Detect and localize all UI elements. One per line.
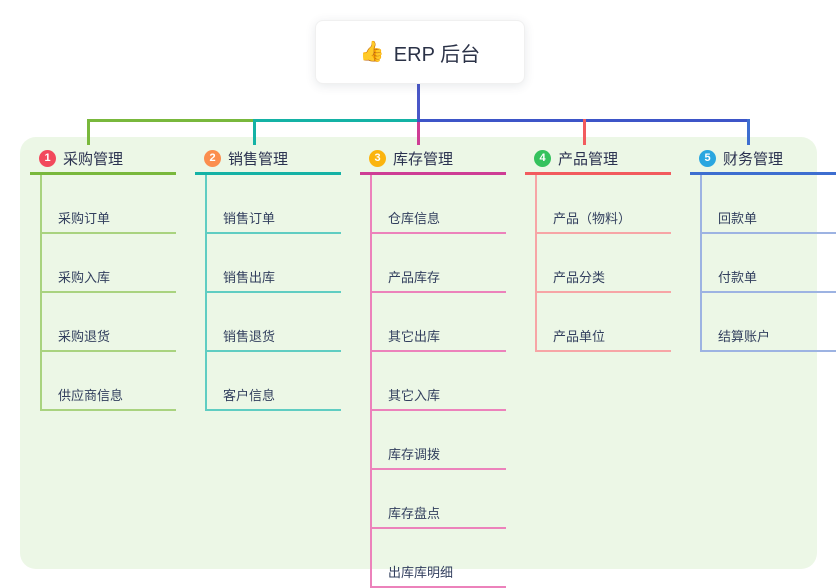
node-outbound-detail[interactable]: 出库库明细 xyxy=(372,529,506,588)
branch-title-purchase[interactable]: 1 采购管理 xyxy=(30,145,176,175)
node-sales-outbound[interactable]: 销售出库 xyxy=(207,234,341,293)
branch-title-sales[interactable]: 2 销售管理 xyxy=(195,145,341,175)
node-product-material[interactable]: 产品（物料） xyxy=(537,175,671,234)
connector-drop-sales xyxy=(253,119,256,145)
branch-title-inventory[interactable]: 3 库存管理 xyxy=(360,145,506,175)
node-settlement-account[interactable]: 结算账户 xyxy=(702,293,836,352)
node-stock-taking[interactable]: 库存盘点 xyxy=(372,470,506,529)
connector-drop-inventory xyxy=(417,122,420,145)
node-other-outbound[interactable]: 其它出库 xyxy=(372,293,506,352)
node-warehouse-info[interactable]: 仓库信息 xyxy=(372,175,506,234)
branch-label: 财务管理 xyxy=(723,151,784,168)
branch-label: 销售管理 xyxy=(228,151,289,168)
branch-product: 4 产品管理 产品（物料） 产品分类 产品单位 xyxy=(525,145,671,352)
node-customer-info[interactable]: 客户信息 xyxy=(207,352,341,411)
branch-title-finance[interactable]: 5 财务管理 xyxy=(690,145,836,175)
node-purchase-order[interactable]: 采购订单 xyxy=(42,175,176,234)
node-receipt-doc[interactable]: 回款单 xyxy=(702,175,836,234)
badge-2: 2 xyxy=(204,150,221,167)
branch-children-purchase: 采购订单 采购入库 采购退货 供应商信息 xyxy=(40,175,176,411)
badge-3: 3 xyxy=(369,150,386,167)
node-product-category[interactable]: 产品分类 xyxy=(537,234,671,293)
thumbs-up-icon: 👍 xyxy=(359,41,385,63)
branch-children-sales: 销售订单 销售出库 销售退货 客户信息 xyxy=(205,175,341,411)
node-product-stock[interactable]: 产品库存 xyxy=(372,234,506,293)
node-purchase-inbound[interactable]: 采购入库 xyxy=(42,234,176,293)
connector-horizontal-green xyxy=(87,119,255,122)
node-stock-transfer[interactable]: 库存调拨 xyxy=(372,411,506,470)
connector-horizontal-teal xyxy=(253,119,419,122)
branch-children-product: 产品（物料） 产品分类 产品单位 xyxy=(535,175,671,352)
badge-5: 5 xyxy=(699,150,716,167)
badge-4: 4 xyxy=(534,150,551,167)
root-node-erp-backend[interactable]: 👍 ERP 后台 xyxy=(315,20,525,84)
connector-drop-product xyxy=(583,119,586,145)
node-supplier-info[interactable]: 供应商信息 xyxy=(42,352,176,411)
branch-label: 采购管理 xyxy=(63,151,124,168)
badge-1: 1 xyxy=(39,150,56,167)
root-node-label: ERP 后台 xyxy=(393,43,481,66)
branch-purchase: 1 采购管理 采购订单 采购入库 采购退货 供应商信息 xyxy=(30,145,176,411)
branch-label: 库存管理 xyxy=(393,151,454,168)
branch-title-product[interactable]: 4 产品管理 xyxy=(525,145,671,175)
node-sales-return[interactable]: 销售退货 xyxy=(207,293,341,352)
branch-label: 产品管理 xyxy=(558,151,619,168)
connector-drop-finance xyxy=(747,119,750,145)
node-product-unit[interactable]: 产品单位 xyxy=(537,293,671,352)
root-trunk-line xyxy=(417,82,420,122)
node-purchase-return[interactable]: 采购退货 xyxy=(42,293,176,352)
node-other-inbound[interactable]: 其它入库 xyxy=(372,352,506,411)
node-payment-doc[interactable]: 付款单 xyxy=(702,234,836,293)
branch-children-inventory: 仓库信息 产品库存 其它出库 其它入库 库存调拨 库存盘点 出库库明细 xyxy=(370,175,506,588)
branch-inventory: 3 库存管理 仓库信息 产品库存 其它出库 其它入库 库存调拨 库存盘点 出库库… xyxy=(360,145,506,588)
branch-sales: 2 销售管理 销售订单 销售出库 销售退货 客户信息 xyxy=(195,145,341,411)
connector-drop-purchase xyxy=(87,119,90,145)
branch-finance: 5 财务管理 回款单 付款单 结算账户 xyxy=(690,145,836,352)
map-background-panel xyxy=(20,137,817,569)
node-sales-order[interactable]: 销售订单 xyxy=(207,175,341,234)
branch-children-finance: 回款单 付款单 结算账户 xyxy=(700,175,836,352)
